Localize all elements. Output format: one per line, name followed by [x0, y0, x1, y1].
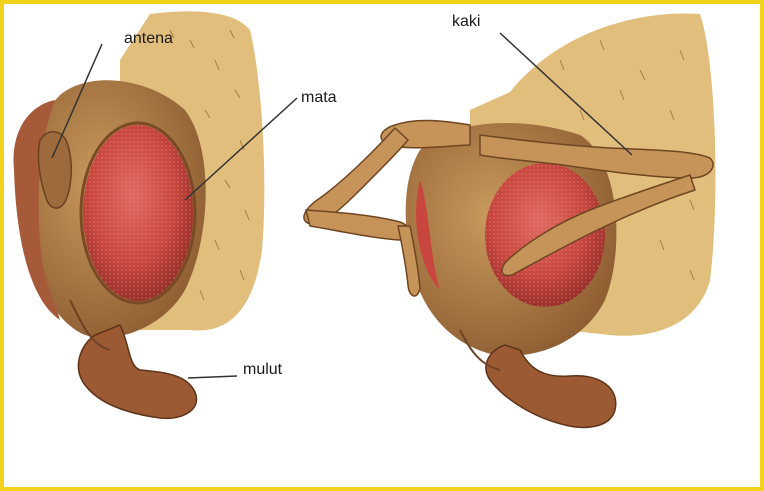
left-proboscis	[78, 325, 196, 418]
mulut-leader-line	[188, 376, 237, 378]
right-proboscis	[486, 345, 616, 427]
right-fly-head	[304, 14, 716, 428]
label-kaki: kaki	[452, 13, 480, 31]
label-mulut: mulut	[243, 361, 282, 379]
label-antena: antena	[124, 30, 173, 48]
left-fly-head	[13, 11, 264, 418]
label-mata: mata	[301, 89, 337, 107]
